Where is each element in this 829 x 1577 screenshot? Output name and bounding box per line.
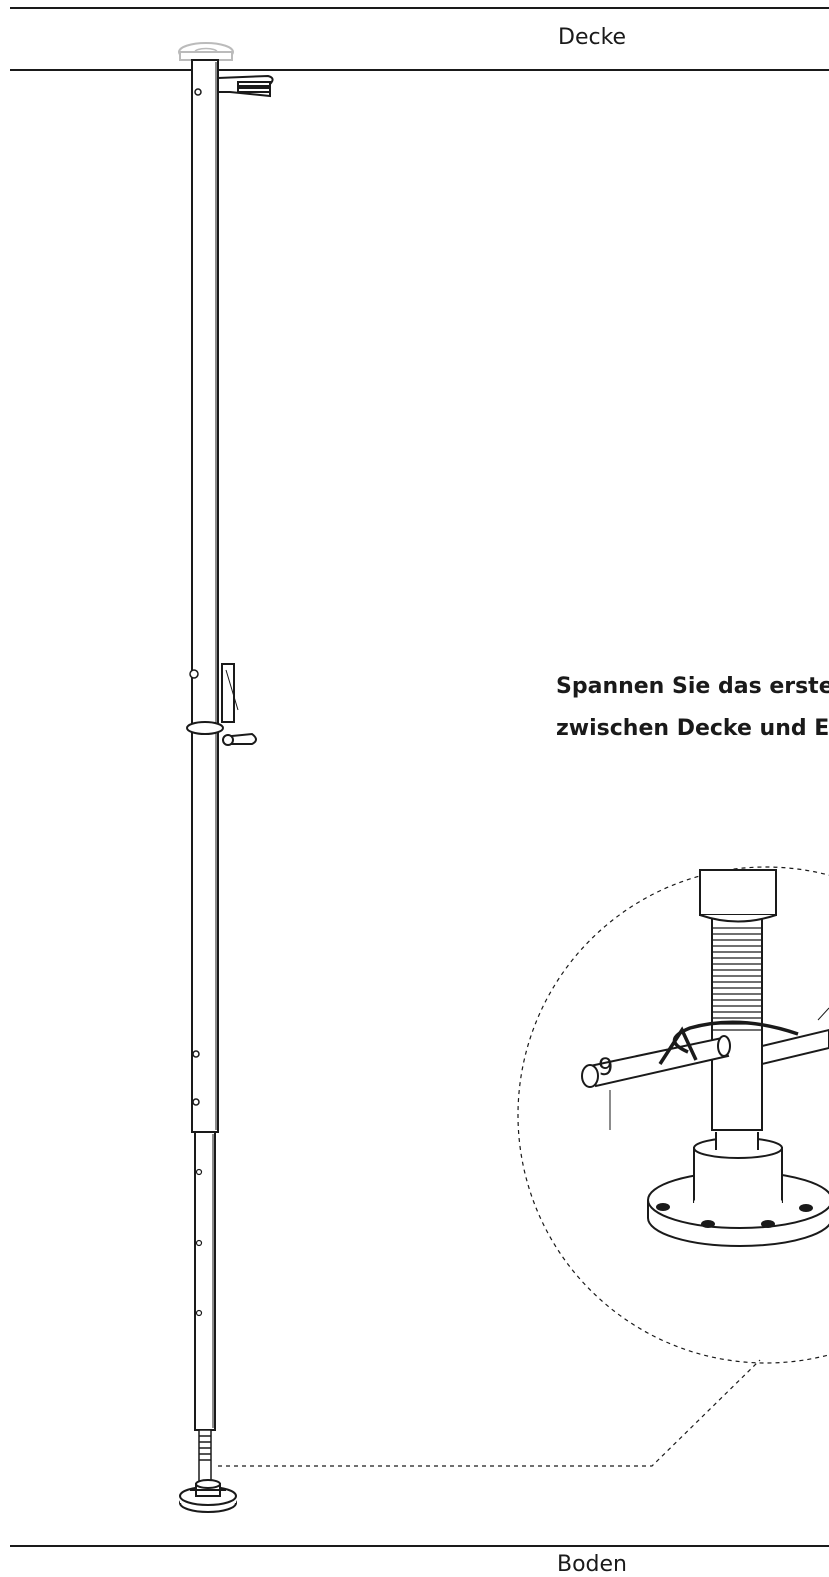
upper-pole [191,59,219,1133]
tommy-bar [581,1028,829,1088]
top-clamp [217,74,274,98]
middle-clamp [186,663,257,746]
floor-foot [179,1479,237,1513]
part-number-label: 9 [598,1053,614,1081]
detail-connector-line [218,1359,761,1467]
instruction-line-1: Spannen Sie das erste [556,674,829,699]
detail-zoom-circle [517,866,829,1364]
lower-pole [194,1131,216,1431]
rotation-arrow-icon [658,1020,799,1065]
ceiling-label: Decke [558,25,627,50]
part-leader-line [817,1007,829,1021]
detail-thread [712,927,762,1031]
ceiling-plate [178,42,234,62]
instruction-line-2: zwischen Decke und E [556,716,829,741]
floor-label: Boden [557,1552,627,1577]
